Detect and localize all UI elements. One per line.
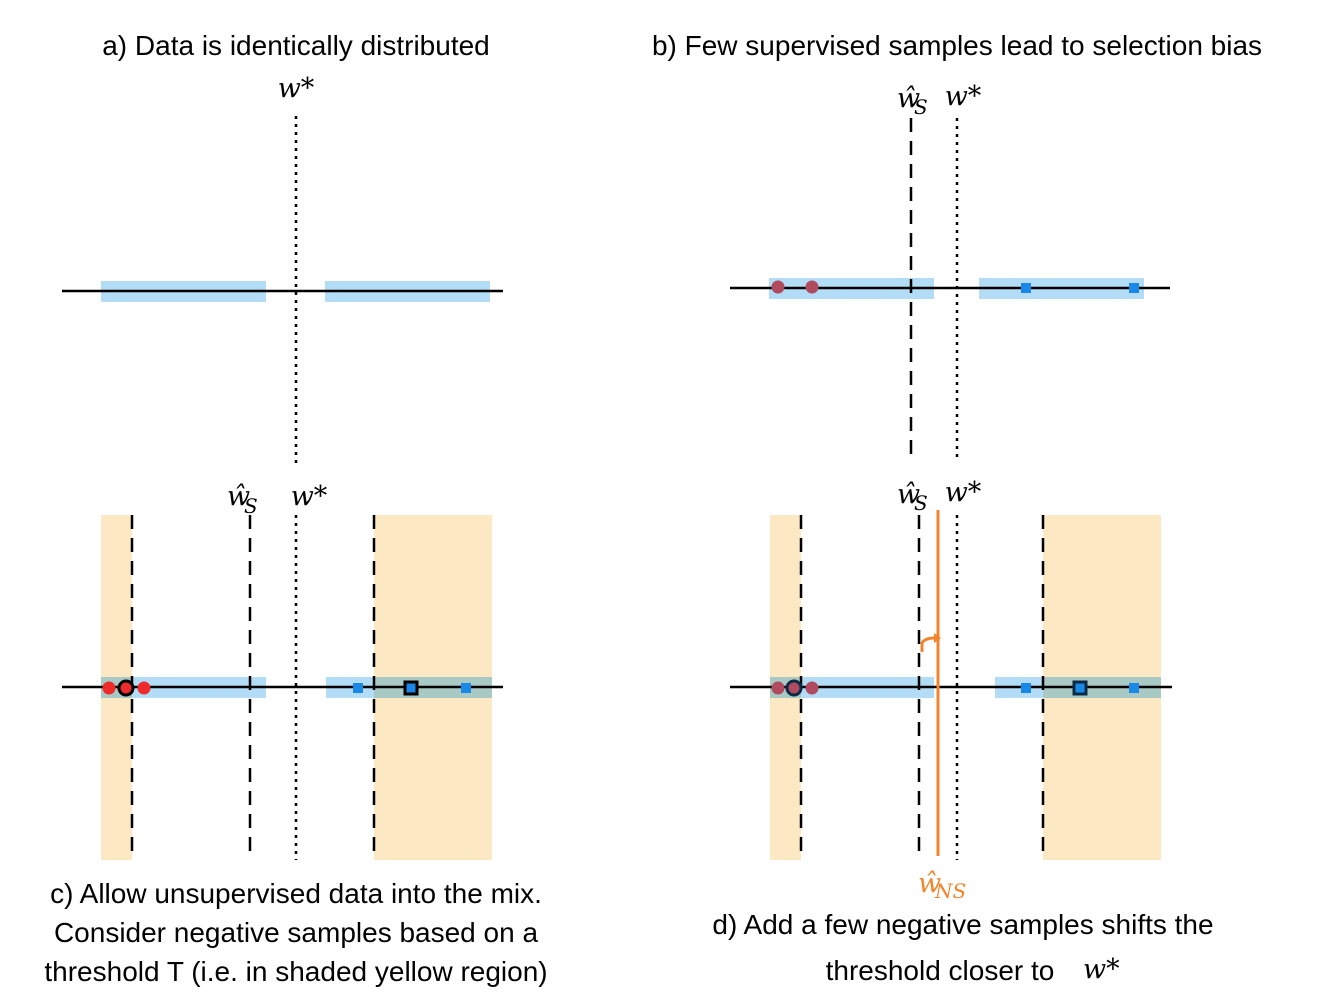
svg-text:S: S <box>914 491 928 515</box>
negative-sample <box>137 681 151 695</box>
panel-c-caption-line-1: c) Allow unsupervised data into the mix. <box>50 878 542 909</box>
w-star-label: w* <box>945 81 982 112</box>
panel-d: ŵ S w* ŵ NS d) Add a few negative sample… <box>712 477 1213 986</box>
panel-d-caption-line-1: d) Add a few negative samples shifts the <box>712 909 1213 940</box>
svg-text:S: S <box>244 494 258 518</box>
shift-arrow-icon <box>920 636 936 652</box>
w-hat-s-label: ŵ S <box>897 83 928 119</box>
negative-sample <box>771 681 785 695</box>
unsupervised-positive-sample <box>1072 680 1088 696</box>
w-hat-ns-label: ŵ NS <box>918 868 966 903</box>
positive-sample <box>1021 283 1031 293</box>
unsupervised-positive-sample <box>403 680 419 696</box>
panel-a-caption: a) Data is identically distributed <box>102 30 490 61</box>
panel-a: a) Data is identically distributed w* <box>62 30 503 466</box>
w-star-label: w* <box>278 73 315 104</box>
positive-sample <box>1021 683 1031 693</box>
panel-c: ŵ S w* c) Allow unsupervised data into t… <box>44 481 547 987</box>
unsupervised-negative-sample <box>785 679 803 697</box>
w-star-label: w* <box>291 481 328 512</box>
positive-sample <box>353 683 363 693</box>
w-star-label: w* <box>945 477 982 508</box>
shift-arrow-head-icon <box>934 633 941 643</box>
svg-text:S: S <box>914 95 928 119</box>
negative-sample <box>805 280 819 294</box>
panel-b-caption: b) Few supervised samples lead to select… <box>652 30 1262 61</box>
panel-c-caption-line-3: threshold T (i.e. in shaded yellow regio… <box>44 956 547 987</box>
svg-text:ŵ: ŵ <box>897 479 920 510</box>
svg-text:ŵ: ŵ <box>227 481 250 512</box>
w-star-inline: w* <box>1083 954 1120 985</box>
positive-sample <box>1129 283 1139 293</box>
svg-text:ŵ: ŵ <box>897 83 920 114</box>
negative-sample <box>771 280 785 294</box>
panel-c-caption-line-2: Consider negative samples based on a <box>54 917 539 948</box>
w-hat-s-label: ŵ S <box>897 479 928 515</box>
w-hat-s-label: ŵ S <box>227 481 258 518</box>
negative-sample <box>805 681 819 695</box>
positive-sample <box>461 683 471 693</box>
positive-sample <box>1129 683 1139 693</box>
unsupervised-negative-sample <box>117 679 135 697</box>
svg-text:ŵ: ŵ <box>918 868 941 899</box>
panel-d-caption-line-2: threshold closer to <box>826 955 1055 986</box>
panel-b: b) Few supervised samples lead to select… <box>652 30 1262 462</box>
negative-sample <box>102 681 116 695</box>
svg-text:NS: NS <box>934 879 966 903</box>
